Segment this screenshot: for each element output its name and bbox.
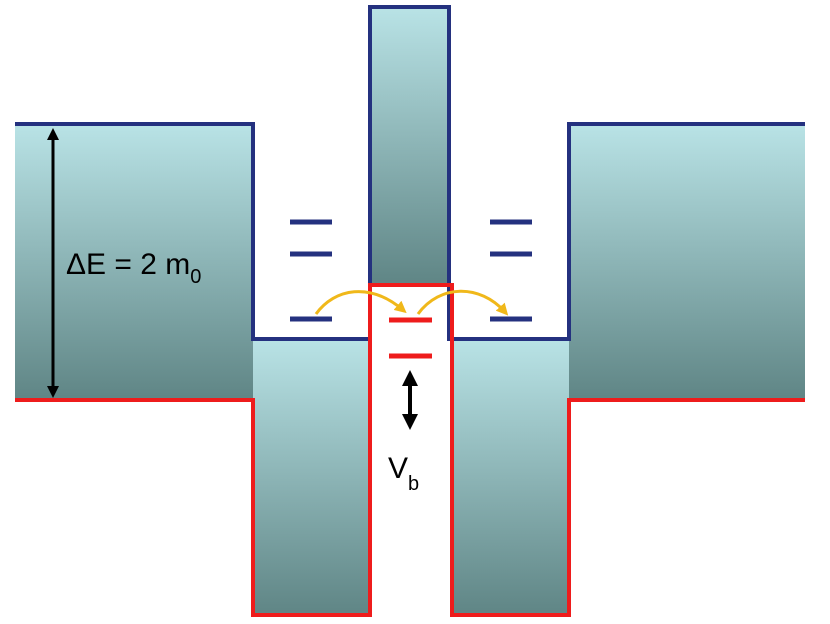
tunneling-arrow-left — [314, 290, 407, 315]
conduction-band-edge — [15, 5, 805, 341]
central-barrier-block — [370, 7, 449, 285]
bias-subscript: b — [408, 473, 419, 495]
bias-label: Vb — [388, 452, 419, 495]
delta-e-label: ΔE = 2 m0 — [66, 248, 201, 288]
left-well-valence-block — [253, 339, 371, 615]
tunneling-arrow-right — [416, 289, 509, 316]
right-barrier-block — [569, 124, 805, 400]
delta-e-subscript: 0 — [190, 266, 201, 288]
right-well-valence-block — [452, 339, 569, 615]
valence-band-edge — [15, 283, 805, 617]
